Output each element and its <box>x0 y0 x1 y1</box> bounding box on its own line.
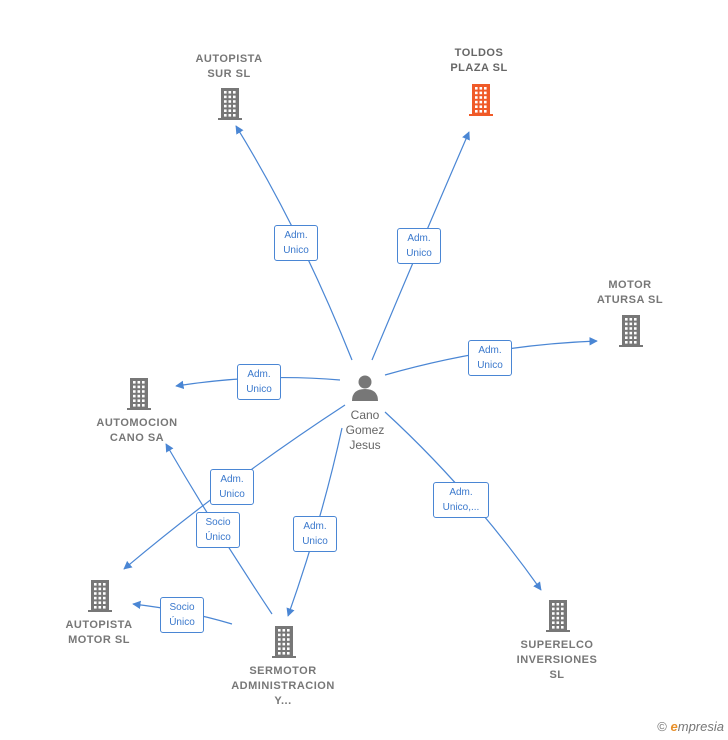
brand-name: mpresia <box>677 719 724 734</box>
building-icon-toldos-plaza[interactable] <box>469 84 493 116</box>
person-name[interactable]: Cano Gomez Jesus <box>345 408 385 452</box>
company-name-autopista-sur[interactable]: AUTOPISTA SUR SL <box>195 53 263 80</box>
building-icon-sermotor[interactable] <box>272 626 296 658</box>
person-icon[interactable] <box>352 375 378 402</box>
relation-label-person-superelco[interactable]: Adm. Unico,... <box>433 482 489 518</box>
relation-label-person-automocion-cano[interactable]: Adm. Unico <box>237 364 281 400</box>
building-icon-automocion-cano[interactable] <box>127 378 151 410</box>
relation-label-person-toldos-plaza[interactable]: Adm. Unico <box>397 228 441 264</box>
company-name-autopista-motor[interactable]: AUTOPISTA MOTOR SL <box>65 619 133 646</box>
relation-label-sermotor-automocion-cano[interactable]: Socio Único <box>196 512 240 548</box>
relation-label-person-autopista-sur[interactable]: Adm. Unico <box>274 225 318 261</box>
copyright-symbol: © <box>657 719 667 734</box>
building-icon-autopista-motor[interactable] <box>88 580 112 612</box>
building-icon-motor-atursa[interactable] <box>619 315 643 347</box>
building-icon-autopista-sur[interactable] <box>218 88 242 120</box>
company-name-superelco[interactable]: SUPERELCO INVERSIONES SL <box>516 639 598 681</box>
company-name-motor-atursa[interactable]: MOTOR ATURSA SL <box>596 279 664 306</box>
brand-logo-initial: e <box>670 719 678 734</box>
relation-label-person-sermotor[interactable]: Adm. Unico <box>293 516 337 552</box>
company-name-toldos-plaza[interactable]: TOLDOS PLAZA SL <box>450 47 508 74</box>
company-name-automocion-cano[interactable]: AUTOMOCION CANO SA <box>96 417 178 444</box>
company-name-sermotor[interactable]: SERMOTOR ADMINISTRACION Y... <box>231 665 335 707</box>
footer-brand: © empresia <box>657 719 724 734</box>
relation-label-person-motor-atursa[interactable]: Adm. Unico <box>468 340 512 376</box>
relation-label-person-autopista-motor[interactable]: Adm. Unico <box>210 469 254 505</box>
relation-label-sermotor-autopista-motor[interactable]: Socio Único <box>160 597 204 633</box>
building-icon-superelco[interactable] <box>546 600 570 632</box>
